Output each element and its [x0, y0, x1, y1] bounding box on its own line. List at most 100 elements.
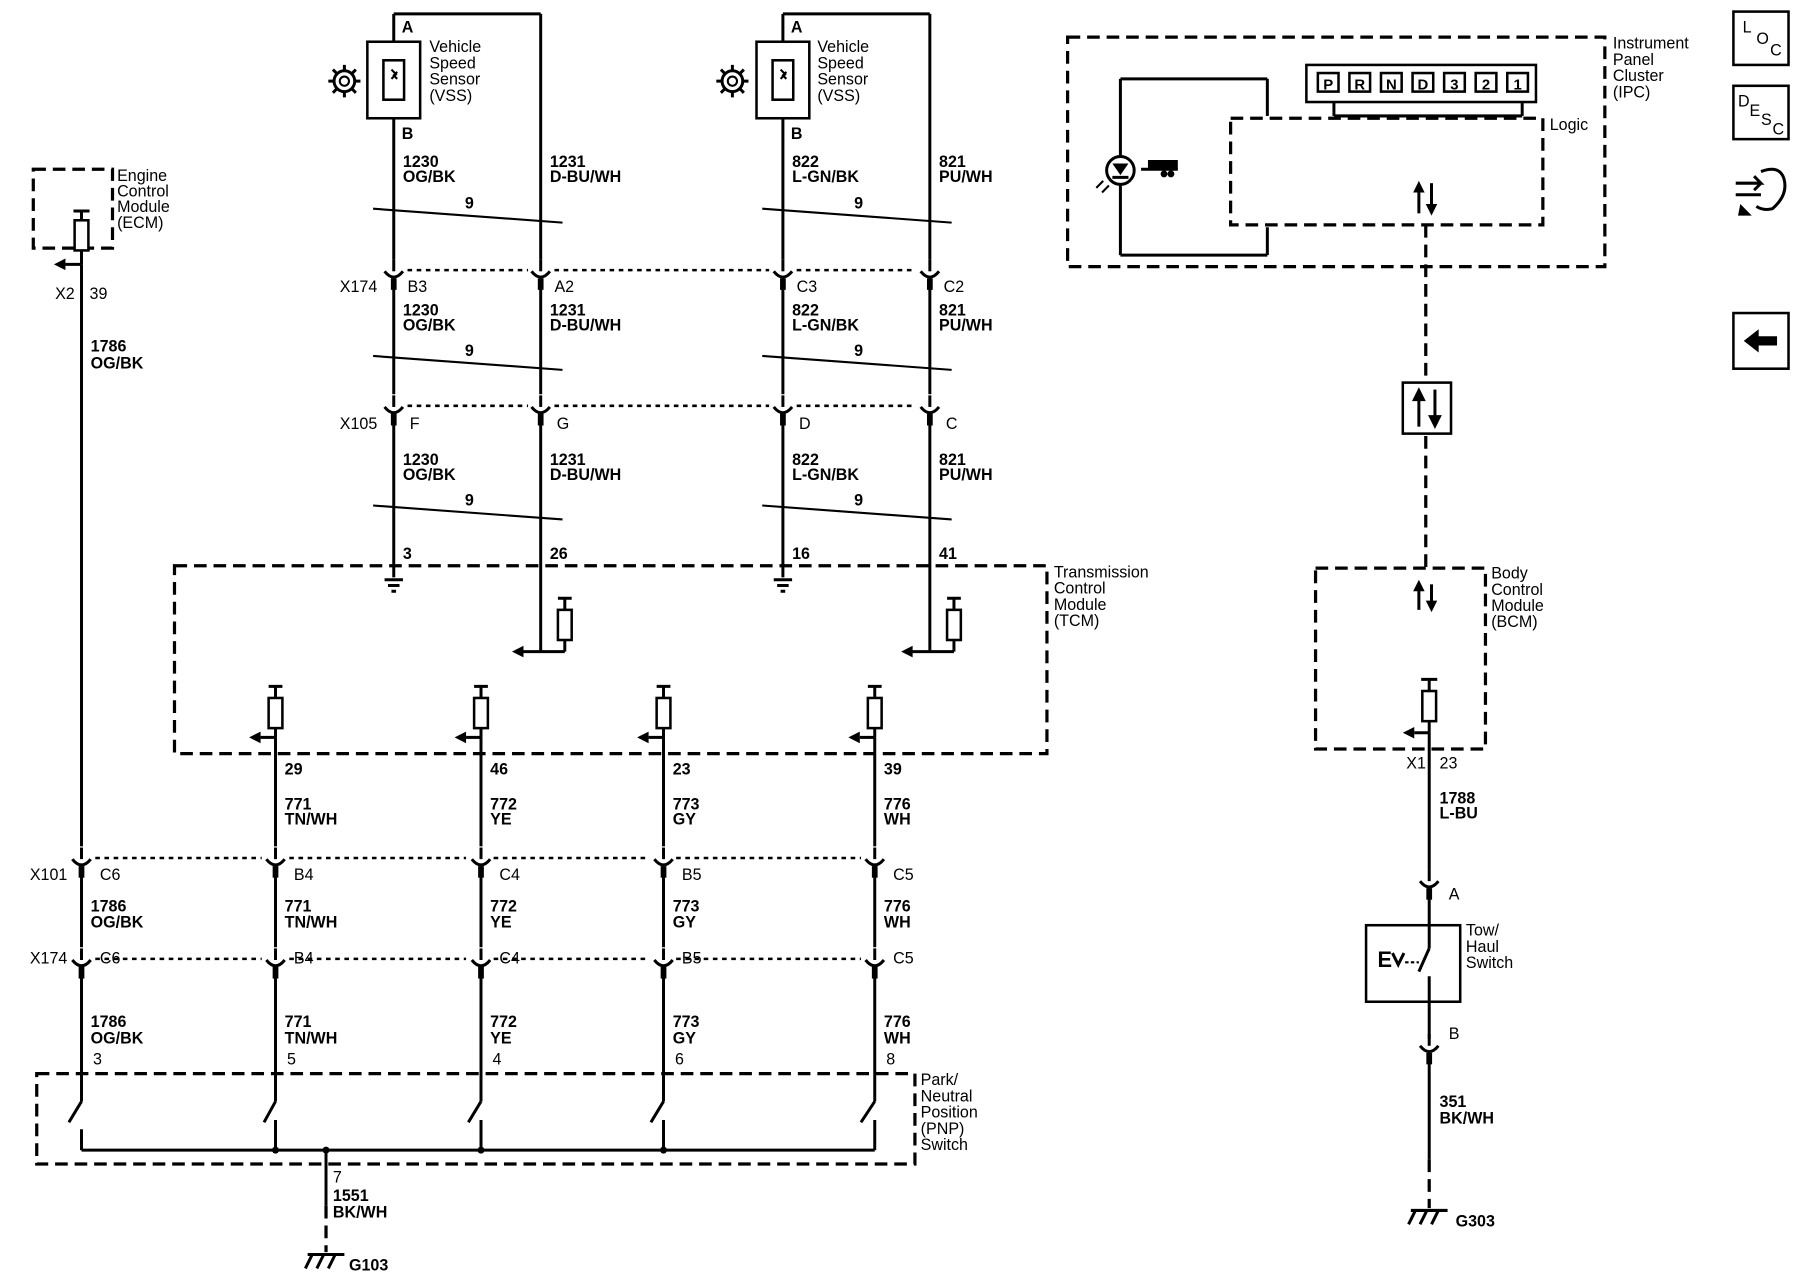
vehicle-speed-sensor-2	[716, 12, 932, 260]
gear-icon	[328, 64, 361, 98]
gear-icon	[716, 64, 749, 98]
vehicle-speed-sensor-1	[328, 12, 543, 260]
location-button[interactable]	[1732, 10, 1790, 67]
bidirectional-arrow-icon	[1413, 579, 1438, 613]
tcm-label: Transmission	[1054, 563, 1149, 581]
connector-x174-lower-terminal	[470, 948, 492, 979]
ipc-label: Cluster	[1613, 67, 1664, 85]
vss-2-label: (VSS)	[817, 87, 860, 105]
wire-color-label: OG/BK	[403, 316, 456, 334]
pnp-pin-label: 4	[492, 1050, 501, 1068]
tcm-label: (TCM)	[1054, 612, 1099, 630]
vss-1-pin-a: A	[402, 18, 414, 36]
x174-lower-pin-label: B4	[294, 949, 314, 967]
ipc-logic-label: Logic	[1550, 116, 1588, 134]
connector-x174-lower-terminal	[864, 948, 886, 979]
x105-pin-label: G	[557, 415, 569, 433]
bcm-label: Body	[1491, 564, 1529, 582]
bcm-connector-label: X1	[1406, 755, 1426, 773]
x101-pin-label: C5	[893, 866, 914, 884]
wire-circuit-label: 1786	[91, 1013, 127, 1031]
wire-circuit-label: 1230	[403, 451, 439, 469]
bcm-outline	[1313, 566, 1488, 751]
twisted-pair-count: 9	[854, 491, 863, 509]
location-button-letter: O	[1756, 30, 1768, 48]
gear-indicator-cell	[1411, 71, 1435, 93]
connector-x174-terminal	[772, 259, 794, 290]
description-button[interactable]	[1732, 84, 1790, 141]
ecm-circuit	[53, 209, 90, 847]
vss-2-label: Vehicle	[817, 38, 869, 56]
wire-circuit-label: 771	[285, 1013, 312, 1031]
trailer-icon	[1141, 160, 1178, 178]
wire-circuit-label: 773	[673, 897, 700, 915]
lower-wiring	[80, 856, 861, 1102]
gear-indicator-letter: R	[1354, 76, 1365, 93]
wire-color-label: TN/WH	[285, 1029, 338, 1047]
wire-circuit-label: 1788	[1440, 789, 1476, 807]
svg-text:E: E	[1378, 947, 1393, 972]
ipc-outline	[1065, 35, 1607, 269]
vss-2-label: Speed	[817, 54, 863, 72]
wire-color-label: BK/WH	[1440, 1109, 1494, 1127]
wire-circuit-label: 776	[884, 1013, 911, 1031]
ground-g303-label: G303	[1456, 1213, 1495, 1231]
description-button-letter: S	[1761, 111, 1772, 129]
gear-indicator-cell	[1348, 71, 1372, 93]
gear-indicator-letter: N	[1386, 76, 1397, 93]
wire-color-label: D-BU/WH	[550, 316, 621, 334]
bcm-label: Control	[1491, 581, 1543, 599]
pnp-pin-label: 6	[675, 1050, 684, 1068]
x174-pin-label: C3	[797, 278, 818, 296]
wire-circuit-label: 776	[884, 795, 911, 813]
connector-end-view-icon[interactable]	[1735, 167, 1787, 216]
ground-g303-symbol	[1407, 1208, 1448, 1226]
led-icon	[1095, 155, 1136, 194]
vss-1-label: Speed	[429, 54, 475, 72]
x105-pin-label: F	[410, 415, 420, 433]
tcm-pin-label: 3	[403, 545, 412, 563]
wire-color-label: YE	[490, 913, 512, 931]
x174-pin-label: B3	[408, 278, 428, 296]
back-arrow-button[interactable]	[1732, 311, 1790, 370]
wire-color-label: BK/WH	[333, 1203, 387, 1221]
wire-circuit-label: 776	[884, 897, 911, 915]
tow-haul-connector-b	[1418, 1034, 1440, 1065]
tow-haul-label: Switch	[1466, 954, 1513, 972]
gear-indicator-letter: P	[1323, 76, 1333, 93]
connector-x105-terminal	[530, 395, 552, 426]
wire-circuit-label: 1786	[91, 337, 127, 355]
wire-color-label: YE	[490, 810, 512, 828]
x174-pin-label: C2	[944, 278, 965, 296]
wire-color-label: L-GN/BK	[792, 168, 859, 186]
pnp-switch-contacts	[67, 1100, 877, 1253]
ground-g103-symbol	[304, 1252, 345, 1270]
tcm-output-driver	[249, 684, 284, 744]
pnp-label: Position	[921, 1104, 978, 1122]
wire-color-label: GY	[673, 913, 696, 931]
twisted-pair-count: 9	[465, 195, 474, 213]
wire-color-label: OG/BK	[403, 466, 456, 484]
location-button-letter: C	[1770, 42, 1782, 60]
wire-circuit-label: 773	[673, 795, 700, 813]
pnp-pin-label: 8	[886, 1050, 895, 1068]
wire-circuit-label: 822	[792, 451, 819, 469]
gear-indicator-letter: 2	[1482, 76, 1490, 93]
wire-circuit-label: 1786	[91, 897, 127, 915]
tow-haul-pin-b: B	[1449, 1025, 1460, 1043]
pnp-label: Neutral	[921, 1087, 973, 1105]
location-button-letter: L	[1743, 18, 1752, 36]
wire-circuit-label: 772	[490, 1013, 517, 1031]
wire-color-label: WH	[884, 1029, 911, 1047]
connector-x174-lower-terminal	[71, 948, 92, 979]
bidirectional-arrow-icon	[1413, 180, 1438, 216]
tcm-output-pin-label: 29	[285, 760, 303, 778]
wire-circuit-label: 351	[1440, 1093, 1467, 1111]
vss-1-label: Vehicle	[429, 38, 481, 56]
wire-color-label: GY	[673, 1029, 696, 1047]
wire-color-label: YE	[490, 1029, 512, 1047]
twisted-pair-count: 9	[465, 342, 474, 360]
tcm-pin-label: 26	[550, 545, 568, 563]
pnp-outline	[35, 1072, 917, 1166]
ecm-connector-label: X2	[55, 285, 75, 303]
